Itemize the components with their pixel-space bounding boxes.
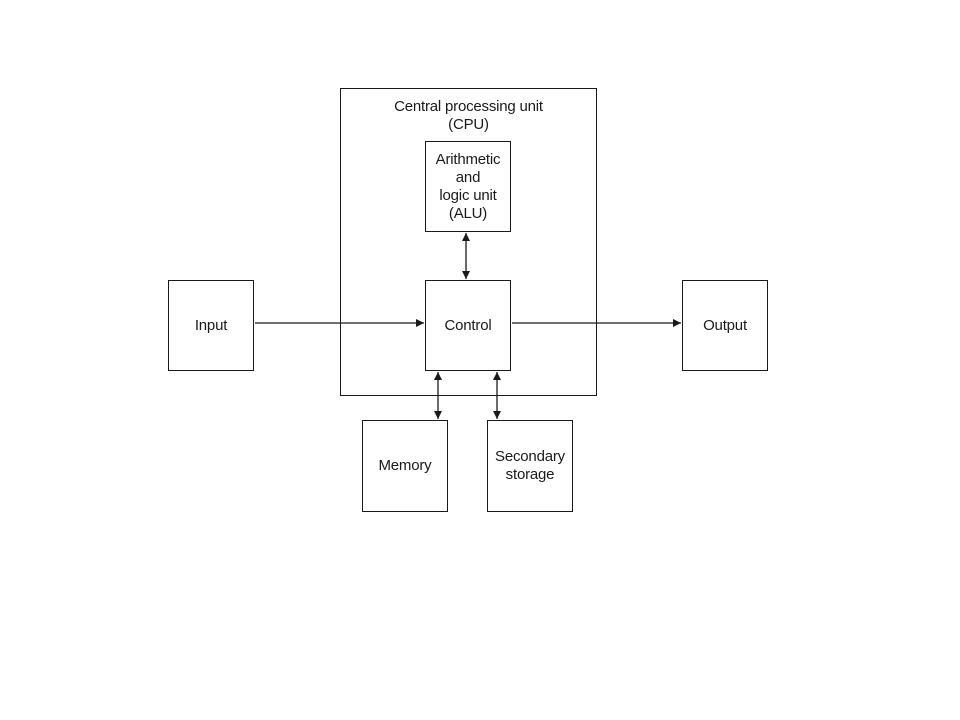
alu-box: Arithmetic and logic unit (ALU) — [425, 141, 511, 232]
secondary-storage-label: Secondary storage — [495, 448, 565, 483]
alu-label: Arithmetic and logic unit (ALU) — [435, 150, 501, 222]
cpu-label: Central processing unit (CPU) — [394, 98, 543, 133]
input-label: Input — [194, 316, 228, 334]
control-box: Control — [425, 280, 511, 371]
memory-label: Memory — [378, 457, 432, 474]
input-box: Input — [168, 280, 254, 371]
secondary-storage-box: Secondary storage — [487, 420, 573, 512]
control-label: Control — [444, 316, 492, 334]
output-box: Output — [682, 280, 768, 371]
output-label: Output — [703, 316, 747, 334]
cpu-container: Central processing unit (CPU) — [340, 88, 597, 396]
memory-box: Memory — [362, 420, 448, 512]
